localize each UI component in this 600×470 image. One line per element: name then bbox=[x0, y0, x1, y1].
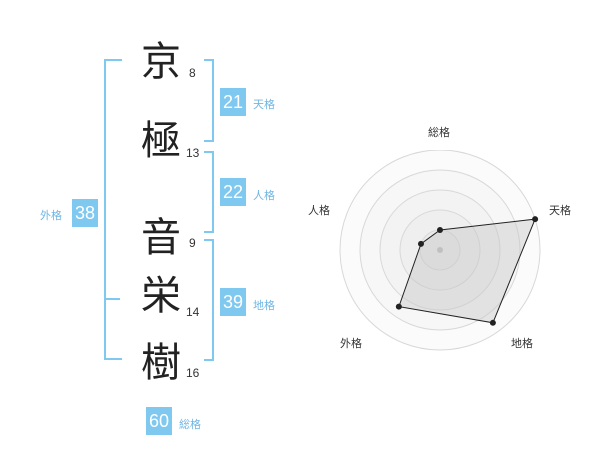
radar-points bbox=[395, 216, 539, 326]
name-char-5: 樹 bbox=[141, 340, 181, 386]
jinkaku-label: 人格 bbox=[253, 189, 275, 202]
radar-label-soukaku: 総格 bbox=[428, 126, 450, 139]
gaikaku-divider bbox=[104, 298, 120, 300]
gaikaku-bracket bbox=[104, 59, 122, 360]
tenkaku-value: 21 bbox=[220, 88, 246, 116]
chikaku-bracket bbox=[204, 239, 214, 361]
tenkaku-label: 天格 bbox=[253, 98, 275, 111]
radar-label-tenkaku: 天格 bbox=[549, 204, 571, 217]
radar-point-2 bbox=[489, 319, 496, 326]
stroke-count-5: 16 bbox=[186, 366, 200, 380]
soukaku-label: 総格 bbox=[179, 418, 201, 431]
radar-rings bbox=[339, 150, 541, 351]
name-char-3: 音 bbox=[141, 215, 181, 261]
chikaku-value: 39 bbox=[220, 288, 246, 316]
stroke-count-3: 9 bbox=[189, 236, 196, 250]
radar-chart bbox=[339, 150, 541, 351]
stroke-count-2: 13 bbox=[186, 146, 200, 160]
name-char-4: 栄 bbox=[141, 273, 181, 319]
radar-point-1 bbox=[532, 216, 539, 223]
radar-point-0 bbox=[437, 227, 443, 233]
gaikaku-value: 38 bbox=[72, 199, 98, 227]
radar-point-4 bbox=[417, 240, 424, 247]
radar-label-chikaku: 地格 bbox=[511, 337, 533, 350]
radar-polygon bbox=[398, 218, 536, 324]
jinkaku-value: 22 bbox=[220, 178, 246, 206]
radar-label-jinkaku: 人格 bbox=[308, 204, 330, 217]
stroke-count-1: 8 bbox=[189, 66, 196, 80]
jinkaku-bracket bbox=[204, 151, 214, 233]
name-char-2: 極 bbox=[141, 118, 181, 164]
soukaku-value: 60 bbox=[146, 407, 172, 435]
chikaku-label: 地格 bbox=[253, 299, 275, 312]
radar-label-gaikaku: 外格 bbox=[340, 337, 362, 350]
name-char-1: 京 bbox=[141, 39, 181, 85]
stroke-count-4: 14 bbox=[186, 305, 200, 319]
radar-center bbox=[437, 247, 443, 253]
radar-point-3 bbox=[395, 303, 402, 310]
gaikaku-label: 外格 bbox=[40, 209, 62, 222]
tenkaku-bracket bbox=[204, 59, 214, 142]
